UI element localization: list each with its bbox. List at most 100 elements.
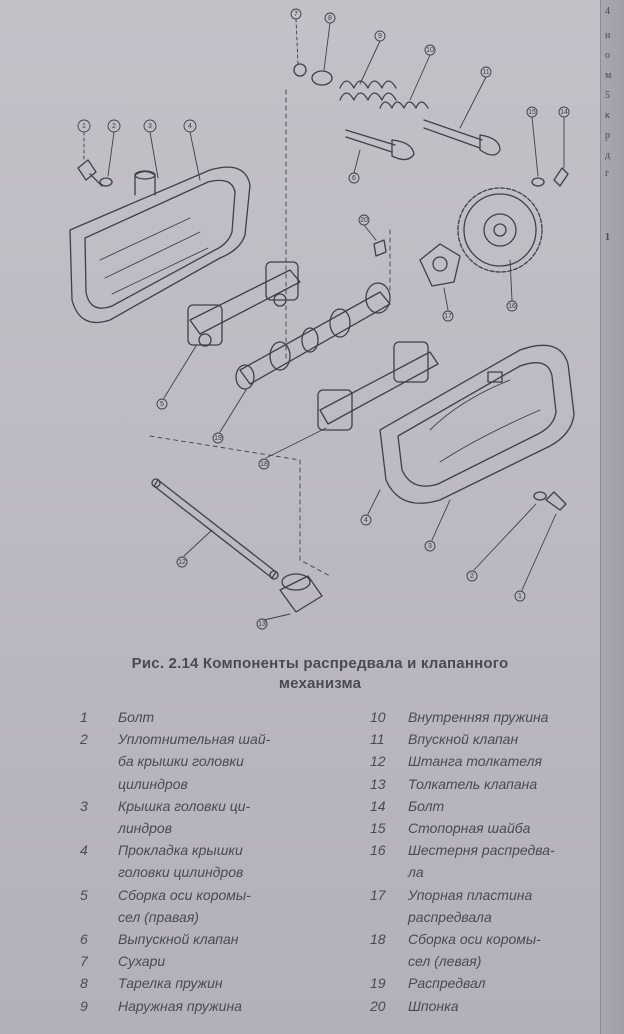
legend-entry: 16 Шестерня распредва- ла bbox=[370, 839, 600, 883]
legend-text: Наружная пружина bbox=[118, 997, 242, 1014]
legend-number: 20 bbox=[370, 997, 386, 1014]
edge-char: м bbox=[605, 70, 612, 81]
legend-entry: 4 Прокладка крышки головки цилиндров bbox=[80, 839, 320, 883]
callout-label: 3 bbox=[428, 543, 432, 550]
legend-text: Шпонка bbox=[408, 997, 459, 1014]
legend-text: Болт bbox=[118, 709, 155, 725]
legend-number: 8 bbox=[80, 975, 88, 992]
camshaft-gear bbox=[457, 187, 543, 273]
callout-label: 10 bbox=[426, 47, 434, 54]
legend-entry: 9 Наружная пружина bbox=[80, 995, 320, 1017]
legend-number: 2 bbox=[80, 731, 88, 748]
callout-label: 4 bbox=[188, 123, 192, 130]
legend-number: 3 bbox=[80, 797, 88, 814]
edge-char: г bbox=[605, 168, 610, 179]
legend-text: Выпускной клапан bbox=[118, 931, 239, 948]
edge-char: о bbox=[605, 50, 610, 61]
exploded-view-illustration: 7 8 9 10 11 1 2 3 4 6 15 14 20 16 17 5 1… bbox=[69, 8, 575, 630]
legend-text: Стопорная шайба bbox=[408, 820, 531, 837]
legend-text: Уплотнительная шай- ба крышки головки ци… bbox=[118, 731, 271, 792]
callout-label: 17 bbox=[444, 313, 452, 320]
callout-label: 6 bbox=[352, 175, 356, 182]
legend-entry: 20 Шпонка bbox=[370, 995, 600, 1017]
legend-number: 4 bbox=[80, 842, 88, 859]
valve-cover-right bbox=[379, 344, 575, 504]
legend-number: 19 bbox=[370, 975, 386, 992]
rocker-shaft-left bbox=[317, 341, 439, 431]
legend-text: Прокладка крышки головки цилиндров bbox=[118, 842, 244, 881]
legend-number: 7 bbox=[80, 953, 88, 970]
valves-and-springs bbox=[293, 63, 501, 161]
caption-line: Рис. 2.14 Компоненты распредвала и клапа… bbox=[131, 655, 509, 672]
camshaft bbox=[235, 282, 391, 390]
callout-label: 1 bbox=[82, 123, 86, 130]
legend-text: Сухари bbox=[118, 953, 166, 970]
edge-char: к bbox=[605, 110, 610, 121]
callout-label: 8 bbox=[328, 15, 332, 22]
legend-number: 1 bbox=[80, 709, 88, 725]
key bbox=[373, 239, 387, 257]
callout-label: 11 bbox=[482, 69, 489, 76]
legend-left-column: 1 Болт 2 Уплотнительная шай- ба крышки гол… bbox=[80, 706, 320, 1017]
legend-entry: 7 Сухари bbox=[80, 950, 320, 972]
edge-char: д bbox=[605, 150, 611, 161]
legend-number: 18 bbox=[370, 931, 386, 948]
legend-text: Болт bbox=[408, 797, 445, 814]
callout-label: 13 bbox=[258, 621, 266, 628]
push-rod bbox=[151, 478, 279, 580]
thrust-plate bbox=[419, 243, 461, 287]
callout-label: 18 bbox=[260, 461, 268, 468]
legend-text: Впускной клапан bbox=[408, 731, 519, 748]
rocker-shaft-right bbox=[187, 261, 301, 347]
edge-char: 4 bbox=[605, 6, 610, 17]
valve-cover-left bbox=[69, 166, 251, 324]
legend-number: 9 bbox=[80, 997, 88, 1014]
legend-text: Упорная пластина распредвала bbox=[408, 886, 533, 925]
callout-label: 1 bbox=[518, 593, 522, 600]
legend-text: Сборка оси коромы- сел (правая) bbox=[118, 886, 251, 925]
legend-text: Тарелка пружин bbox=[118, 975, 223, 992]
adjacent-page-edge: 4 н о м 5 к р д г 1 bbox=[600, 0, 624, 1034]
edge-char: р bbox=[605, 130, 610, 141]
caption-line: механизма bbox=[278, 675, 362, 692]
legend-entry: 11 Впускной клапан bbox=[370, 728, 600, 750]
legend-number: 16 bbox=[370, 842, 386, 859]
callout-label: 16 bbox=[508, 303, 516, 310]
legend-text: Штанга толкателя bbox=[408, 753, 542, 770]
legend-text: Сборка оси коромы- сел (левая) bbox=[408, 931, 541, 970]
legend-entry: 8 Тарелка пружин bbox=[80, 972, 320, 994]
callout-label: 19 bbox=[214, 435, 222, 442]
legend-number: 17 bbox=[370, 886, 386, 903]
callout-label: 14 bbox=[560, 109, 568, 116]
legend-entry: 3 Крышка головки ци- линдров bbox=[80, 795, 320, 839]
callout-label: 9 bbox=[378, 33, 382, 40]
legend-text: Крышка головки ци- линдров bbox=[118, 797, 251, 837]
legend-entry: 2 Уплотнительная шай- ба крышки головки ц… bbox=[80, 728, 320, 795]
legend-text: Шестерня распредва- ла bbox=[408, 842, 555, 881]
legend-number: 11 bbox=[370, 731, 385, 748]
legend-entry: 19 Распредвал bbox=[370, 972, 600, 994]
edge-char: 5 bbox=[605, 90, 610, 101]
legend-number: 13 bbox=[370, 775, 386, 792]
figure-caption: Рис. 2.14 Компоненты распредвала и клапа… bbox=[60, 654, 580, 694]
legend-entry: 17 Упорная пластина распредвала bbox=[370, 884, 600, 928]
legend-text: Распредвал bbox=[408, 975, 486, 992]
legend-entry: 1 Болт bbox=[80, 706, 320, 728]
callout-label: 2 bbox=[112, 123, 116, 130]
legend-text: Внутренняя пружина bbox=[408, 709, 549, 725]
callout-label: 5 bbox=[160, 401, 164, 408]
callout-label: 3 bbox=[148, 123, 152, 130]
edge-char: 1 bbox=[605, 232, 610, 243]
callout-label: 15 bbox=[528, 109, 536, 116]
edge-char: н bbox=[605, 30, 611, 41]
callout-label: 12 bbox=[178, 559, 186, 566]
